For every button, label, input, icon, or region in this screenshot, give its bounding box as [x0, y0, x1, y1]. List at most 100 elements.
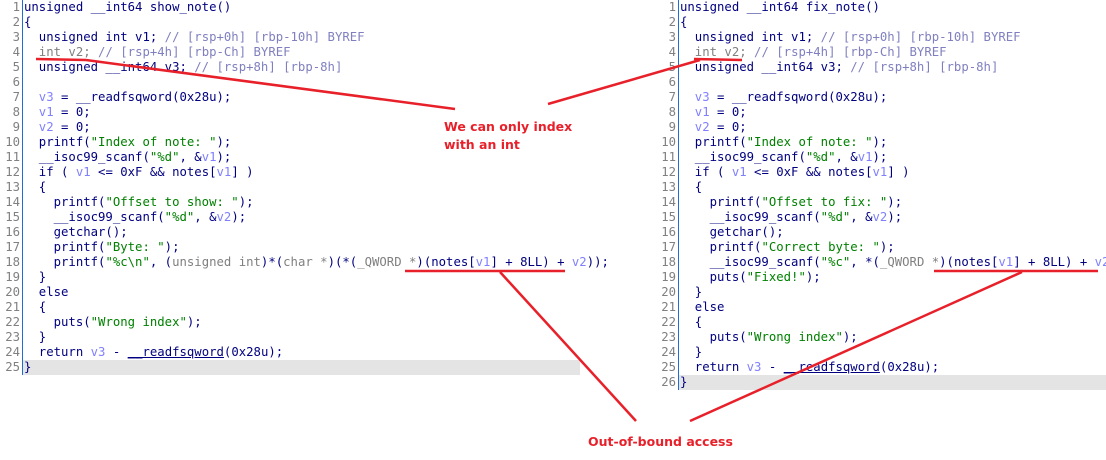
code-line[interactable]: 19 }	[0, 270, 580, 285]
code-line[interactable]: 20 }	[656, 285, 1106, 300]
code-line[interactable]: 12 if ( v1 <= 0xF && notes[v1] )	[656, 165, 1106, 180]
code-line[interactable]: 7 v3 = __readfsqword(0x28u);	[656, 90, 1106, 105]
variable-token: v3	[746, 360, 762, 374]
code-line[interactable]: 18 printf("%c\n", (unsigned int)*(char *…	[0, 255, 609, 270]
code-token: puts(	[24, 315, 91, 329]
code-line[interactable]: 7 v3 = __readfsqword(0x28u);	[0, 90, 580, 105]
code-token: <= 0xF && notes[	[746, 165, 873, 179]
code-line[interactable]: 6	[0, 75, 580, 90]
code-line[interactable]: 3 unsigned int v1; // [rsp+0h] [rbp-10h]…	[656, 30, 1106, 45]
code-line[interactable]: 17 printf("Byte: ");	[0, 240, 580, 255]
string-literal: "Offset to show: "	[105, 195, 239, 209]
line-number: 6	[656, 75, 679, 90]
code-line[interactable]: 16 getchar();	[656, 225, 1106, 240]
code-line[interactable]: 2{	[0, 15, 580, 30]
code-line[interactable]: 15 __isoc99_scanf("%d", &v2);	[0, 210, 580, 225]
code-line[interactable]: 20 else	[0, 285, 580, 300]
line-number: 11	[0, 150, 23, 165]
variable-token: v2	[680, 120, 710, 134]
code-line[interactable]: 23 }	[0, 330, 580, 345]
code-token: return	[24, 345, 91, 359]
code-line[interactable]: 15 __isoc99_scanf("%d", &v2);	[656, 210, 1106, 225]
code-line[interactable]: 22 {	[656, 315, 1106, 330]
code-line[interactable]: 16 getchar();	[0, 225, 580, 240]
code-line[interactable]: 12 if ( v1 <= 0xF && notes[v1] )	[0, 165, 580, 180]
code-line[interactable]: 4 int v2; // [rsp+4h] [rbp-Ch] BYREF	[0, 45, 580, 60]
code-token: -	[761, 360, 784, 374]
code-token: ] + 8LL) +	[1013, 255, 1095, 269]
code-line[interactable]: 10 printf("Index of note: ");	[0, 135, 580, 150]
arrow-line-right-int	[547, 58, 701, 106]
string-literal: "%d"	[805, 150, 836, 164]
code-line[interactable]: 13 {	[0, 180, 580, 195]
code-line[interactable]: 11 __isoc99_scanf("%d", &v1);	[0, 150, 580, 165]
line-number: 7	[656, 90, 679, 105]
code-line[interactable]: 18 __isoc99_scanf("%c", *(_QWORD *)(note…	[656, 255, 1106, 270]
line-number: 3	[656, 30, 679, 45]
code-line[interactable]: 5 unsigned __int64 v3; // [rsp+8h] [rbp-…	[656, 60, 1106, 75]
line-number: 8	[656, 105, 679, 120]
code-token: <= 0xF && notes[	[90, 165, 217, 179]
code-line[interactable]: 14 printf("Offset to show: ");	[0, 195, 580, 210]
code-text: }	[679, 345, 1106, 360]
variable-token: v3	[24, 90, 54, 104]
code-token: }	[680, 345, 703, 359]
annotation-int-line1: We can only index	[444, 119, 573, 134]
code-line[interactable]: 14 printf("Offset to fix: ");	[656, 195, 1106, 210]
code-token: unsigned int v1;	[24, 30, 165, 44]
variable-token: v1	[475, 255, 491, 269]
variable-token: v1	[872, 165, 888, 179]
line-number: 25	[656, 360, 679, 375]
code-token: (0x28u);	[223, 345, 284, 359]
function-link[interactable]: __readfsqword	[783, 360, 880, 374]
code-line[interactable]: 21 {	[0, 300, 580, 315]
code-line[interactable]: 9 v2 = 0;	[656, 120, 1106, 135]
code-token: = 0;	[709, 120, 747, 134]
code-token: unsigned __int64 fix_note()	[680, 0, 880, 14]
code-line[interactable]: 4 int v2; // [rsp+4h] [rbp-Ch] BYREF	[656, 45, 1106, 60]
code-line[interactable]: 17 printf("Correct byte: ");	[656, 240, 1106, 255]
string-literal: "%d"	[149, 150, 180, 164]
code-line[interactable]: 11 __isoc99_scanf("%d", &v1);	[656, 150, 1106, 165]
code-text: if ( v1 <= 0xF && notes[v1] )	[679, 165, 1106, 180]
code-text: printf("Index of note: ");	[679, 135, 1106, 150]
code-line[interactable]: 2{	[656, 15, 1106, 30]
function-link[interactable]: __readfsqword	[127, 345, 224, 359]
code-line[interactable]: 21 else	[656, 300, 1106, 315]
line-number: 24	[0, 345, 23, 360]
code-text: __isoc99_scanf("%d", &v1);	[679, 150, 1106, 165]
code-line[interactable]: 19 puts("Fixed!");	[656, 270, 1106, 285]
code-token: ));	[586, 255, 609, 269]
code-line[interactable]: 8 v1 = 0;	[656, 105, 1106, 120]
string-literal: "%c"	[820, 255, 851, 269]
code-line[interactable]: 13 {	[656, 180, 1106, 195]
code-line[interactable]: 23 puts("Wrong index");	[656, 330, 1106, 345]
code-line[interactable]: 3 unsigned int v1; // [rsp+0h] [rbp-10h]…	[0, 30, 580, 45]
code-line[interactable]: 9 v2 = 0;	[0, 120, 580, 135]
line-number: 4	[0, 45, 23, 60]
code-token: puts(	[680, 270, 747, 284]
code-line[interactable]: 10 printf("Index of note: ");	[656, 135, 1106, 150]
code-text: puts("Fixed!");	[679, 270, 1106, 285]
code-line[interactable]: 24 return v3 - __readfsqword(0x28u);	[0, 345, 580, 360]
code-line[interactable]: 25}	[0, 360, 580, 375]
code-line[interactable]: 25 return v3 - __readfsqword(0x28u);	[656, 360, 1106, 375]
code-line[interactable]: 8 v1 = 0;	[0, 105, 580, 120]
line-number: 24	[656, 345, 679, 360]
variable-token: v2	[216, 210, 232, 224]
string-literal: "Correct byte: "	[761, 240, 880, 254]
comment-token: // [rsp+0h] [rbp-10h] BYREF	[820, 30, 1021, 44]
code-line[interactable]: 6	[656, 75, 1106, 90]
line-number: 18	[0, 255, 23, 270]
code-line[interactable]: 24 }	[656, 345, 1106, 360]
code-token: printf(	[24, 135, 91, 149]
code-line[interactable]: 22 puts("Wrong index");	[0, 315, 580, 330]
code-token: );	[872, 135, 888, 149]
string-literal: "Wrong index"	[746, 330, 843, 344]
code-token: }	[24, 330, 47, 344]
code-text: v2 = 0;	[23, 120, 580, 135]
